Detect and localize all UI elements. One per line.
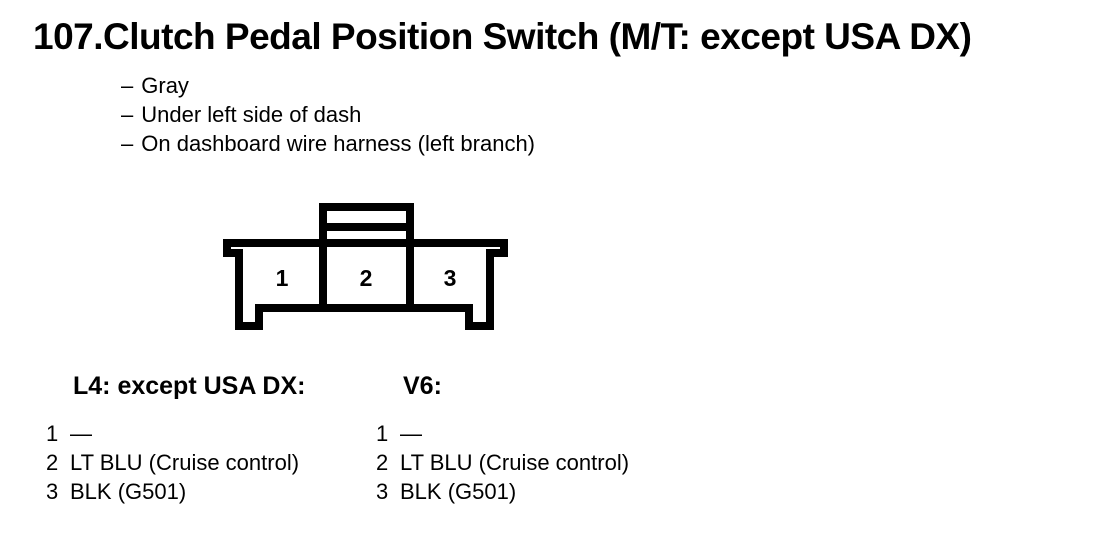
note-color: – Gray — [121, 71, 535, 100]
pinout-l4: L4: except USA DX: 1 — 2 LT BLU (Cruise … — [46, 372, 376, 506]
pinout-row: 1 — — [46, 419, 376, 448]
pin-wire: LT BLU (Cruise control) — [400, 450, 630, 475]
pin-label-3: 3 — [444, 265, 457, 291]
pinout-row: 3 BLK (G501) — [46, 477, 376, 506]
pin-number: 1 — [376, 421, 389, 446]
item-title: Clutch Pedal Position Switch (M/T: excep… — [103, 16, 972, 57]
note-text: On dashboard wire harness (left branch) — [141, 131, 536, 156]
connector-latch — [319, 203, 414, 231]
note-harness: – On dashboard wire harness (left branch… — [121, 129, 535, 158]
pin-wire: BLK (G501) — [400, 479, 517, 504]
pin-number: 3 — [376, 479, 389, 504]
pinout-row: 2 LT BLU (Cruise control) — [46, 448, 376, 477]
pin-wire: — — [400, 421, 422, 446]
note-dash: – — [121, 102, 134, 127]
pinout-l4-rows: 1 — 2 LT BLU (Cruise control) 3 BLK (G50… — [46, 419, 376, 506]
pinout-v6: V6: 1 — 2 LT BLU (Cruise control) 3 BLK … — [376, 372, 706, 506]
pinout-row: 1 — — [376, 419, 706, 448]
pinout-l4-heading: L4: except USA DX: — [73, 372, 306, 400]
pin-number: 1 — [46, 421, 59, 446]
page-title: 107. Clutch Pedal Position Switch (M/T: … — [33, 16, 972, 58]
pin-wire: LT BLU (Cruise control) — [70, 450, 300, 475]
pin-number: 2 — [46, 450, 59, 475]
connector-notes: – Gray – Under left side of dash – On da… — [121, 71, 535, 158]
note-text: Gray — [141, 73, 189, 98]
pin-number: 3 — [46, 479, 59, 504]
pin-label-2: 2 — [360, 265, 373, 291]
pinout-row: 2 LT BLU (Cruise control) — [376, 448, 706, 477]
connector-diagram: 1 2 3 — [223, 203, 508, 330]
pinout-v6-heading: V6: — [403, 372, 442, 400]
pin-wire: — — [70, 421, 92, 446]
pin-number: 2 — [376, 450, 389, 475]
connector-body-outline — [223, 239, 508, 330]
note-dash: – — [121, 73, 134, 98]
note-text: Under left side of dash — [141, 102, 362, 127]
note-location: – Under left side of dash — [121, 100, 535, 129]
pinout-row: 3 BLK (G501) — [376, 477, 706, 506]
pinout-v6-rows: 1 — 2 LT BLU (Cruise control) 3 BLK (G50… — [376, 419, 706, 506]
pin-wire: BLK (G501) — [70, 479, 187, 504]
pin-label-1: 1 — [276, 265, 289, 291]
note-dash: – — [121, 131, 134, 156]
item-number: 107. — [33, 16, 104, 57]
